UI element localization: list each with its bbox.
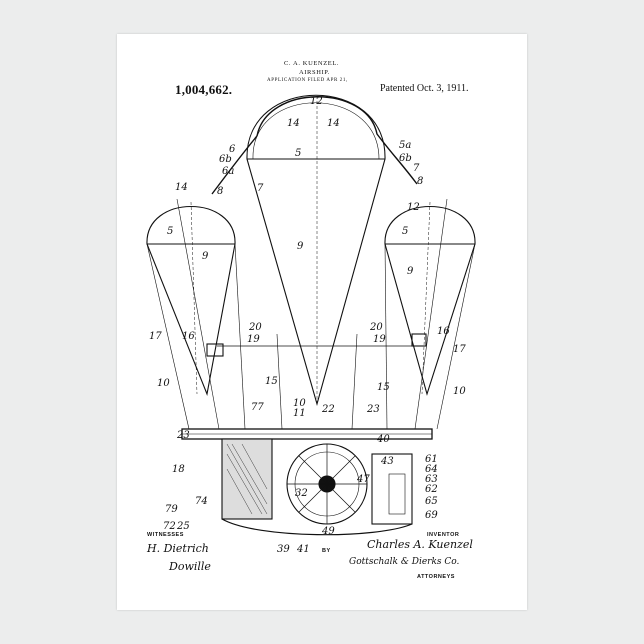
svg-text:10: 10	[453, 386, 466, 397]
svg-text:8: 8	[417, 176, 423, 187]
svg-text:5a: 5a	[399, 140, 411, 151]
svg-text:9: 9	[202, 251, 209, 262]
reference-numerals: 12 14 14 5 6 6b 6a 5a 6b 7 8 8 14 12 7 5…	[149, 96, 466, 555]
svg-text:16: 16	[182, 331, 195, 342]
svg-text:72: 72	[163, 521, 176, 532]
left-gas-bag	[147, 207, 235, 395]
attorneys-label: ATTORNEYS	[417, 574, 455, 580]
central-gas-bag	[247, 95, 385, 404]
svg-text:18: 18	[172, 464, 185, 475]
by-label: BY	[322, 548, 331, 554]
svg-text:41: 41	[296, 544, 310, 555]
svg-text:43: 43	[380, 456, 394, 467]
svg-text:17: 17	[149, 331, 162, 342]
svg-text:5: 5	[295, 148, 301, 159]
svg-text:6b: 6b	[219, 154, 232, 165]
svg-text:62: 62	[425, 484, 438, 495]
svg-text:32: 32	[295, 488, 308, 499]
svg-text:20: 20	[248, 322, 262, 333]
svg-text:77: 77	[251, 402, 264, 413]
svg-text:20: 20	[369, 322, 383, 333]
svg-text:39: 39	[277, 544, 290, 555]
svg-text:65: 65	[425, 496, 438, 507]
svg-text:40: 40	[376, 434, 390, 445]
svg-text:6b: 6b	[399, 153, 412, 164]
airship-drawing: 12 14 14 5 6 6b 6a 5a 6b 7 8 8 14 12 7 5…	[117, 34, 527, 610]
svg-text:23: 23	[176, 430, 190, 441]
hull-bottom	[222, 519, 412, 535]
svg-text:9: 9	[297, 241, 304, 252]
svg-text:49: 49	[321, 526, 335, 537]
svg-text:19: 19	[373, 334, 386, 345]
svg-text:22: 22	[321, 404, 335, 415]
svg-text:25: 25	[176, 521, 190, 532]
svg-text:23: 23	[366, 404, 380, 415]
patent-poster: 1,004,662. C. A. KUENZEL. AIRSHIP. APPLI…	[117, 34, 527, 610]
svg-text:11: 11	[293, 408, 306, 419]
svg-text:79: 79	[165, 504, 178, 515]
svg-text:9: 9	[407, 266, 414, 277]
svg-text:74: 74	[195, 496, 208, 507]
svg-text:16: 16	[437, 326, 450, 337]
svg-text:15: 15	[265, 376, 278, 387]
svg-text:10: 10	[157, 378, 170, 389]
svg-text:6a: 6a	[222, 166, 234, 177]
svg-text:17: 17	[453, 344, 466, 355]
witness-signature-2: Dowille	[169, 560, 211, 573]
svg-text:7: 7	[413, 163, 420, 174]
svg-text:47: 47	[356, 474, 370, 485]
witnesses-label: WITNESSES	[147, 532, 184, 538]
svg-text:14: 14	[287, 118, 300, 129]
svg-text:19: 19	[247, 334, 260, 345]
svg-text:12: 12	[310, 96, 323, 107]
witness-signature-1: H. Dietrich	[147, 542, 209, 555]
svg-text:5: 5	[402, 226, 408, 237]
svg-text:12: 12	[407, 202, 420, 213]
svg-text:8: 8	[217, 186, 223, 197]
svg-text:5: 5	[167, 226, 173, 237]
svg-text:15: 15	[377, 382, 390, 393]
attorney-signature: Gottschalk & Dierks Co.	[349, 557, 459, 567]
svg-text:69: 69	[425, 510, 438, 521]
inventor-signature: Charles A. Kuenzel	[367, 538, 473, 551]
svg-text:7: 7	[257, 183, 264, 194]
right-gas-bag	[385, 207, 475, 395]
svg-text:14: 14	[327, 118, 340, 129]
svg-text:14: 14	[175, 182, 188, 193]
